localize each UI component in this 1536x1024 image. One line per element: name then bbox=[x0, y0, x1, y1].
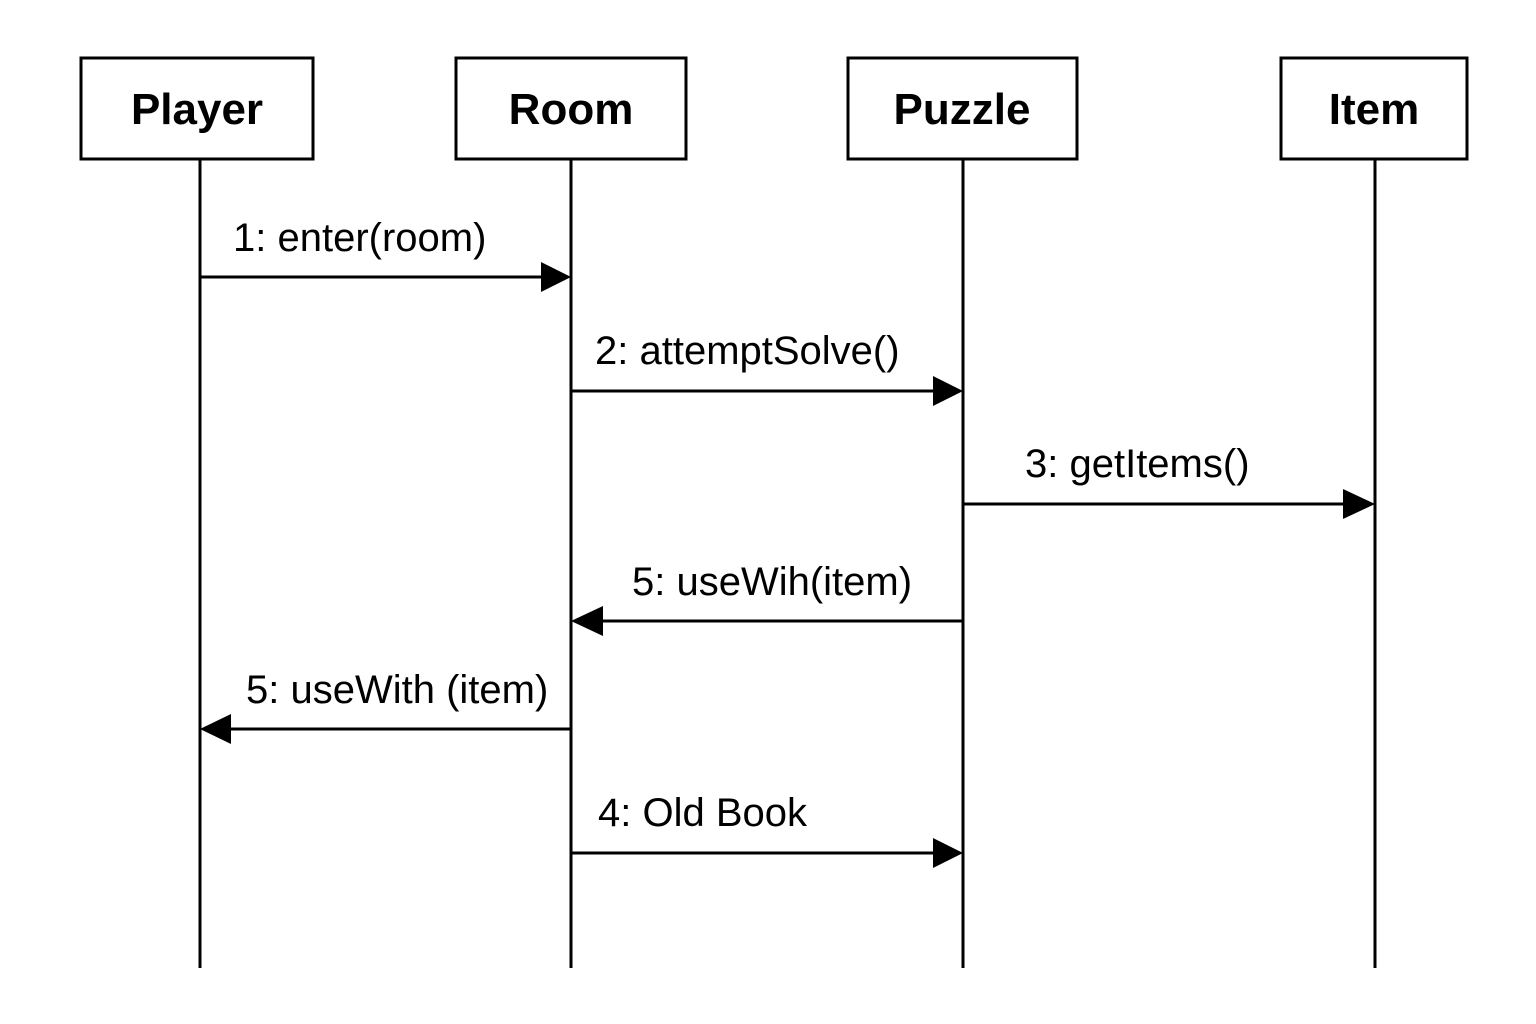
message-get-items: 3: getItems() bbox=[963, 442, 1375, 519]
message-old-book: 4: Old Book bbox=[571, 791, 963, 868]
message-use-with: 5: useWith (item) bbox=[200, 668, 571, 744]
message-label-attempt-solve: 2: attemptSolve() bbox=[595, 329, 900, 373]
message-attempt-solve: 2: attemptSolve() bbox=[571, 329, 963, 406]
arrowhead-right-icon bbox=[933, 838, 963, 868]
arrowhead-left-icon bbox=[571, 606, 603, 636]
message-use-wih: 5: useWih(item) bbox=[571, 560, 963, 636]
message-label-enter: 1: enter(room) bbox=[233, 216, 486, 260]
participant-label-puzzle: Puzzle bbox=[894, 85, 1031, 134]
participant-label-player: Player bbox=[131, 85, 263, 134]
participant-player: Player bbox=[79, 56, 315, 161]
message-enter: 1: enter(room) bbox=[200, 216, 571, 292]
arrowhead-right-icon bbox=[541, 262, 571, 292]
arrowhead-right-icon bbox=[1343, 489, 1375, 519]
participant-label-item: Item bbox=[1329, 85, 1419, 134]
message-label-get-items: 3: getItems() bbox=[1025, 442, 1250, 486]
arrowhead-left-icon bbox=[200, 714, 231, 744]
arrowhead-right-icon bbox=[933, 376, 963, 406]
participant-puzzle: Puzzle bbox=[846, 56, 1079, 161]
participant-item: Item bbox=[1279, 56, 1469, 161]
participant-label-room: Room bbox=[509, 85, 634, 134]
participant-room: Room bbox=[454, 56, 688, 161]
message-label-use-wih: 5: useWih(item) bbox=[632, 560, 912, 604]
message-label-use-with: 5: useWith (item) bbox=[246, 668, 548, 712]
message-label-old-book: 4: Old Book bbox=[598, 791, 808, 835]
